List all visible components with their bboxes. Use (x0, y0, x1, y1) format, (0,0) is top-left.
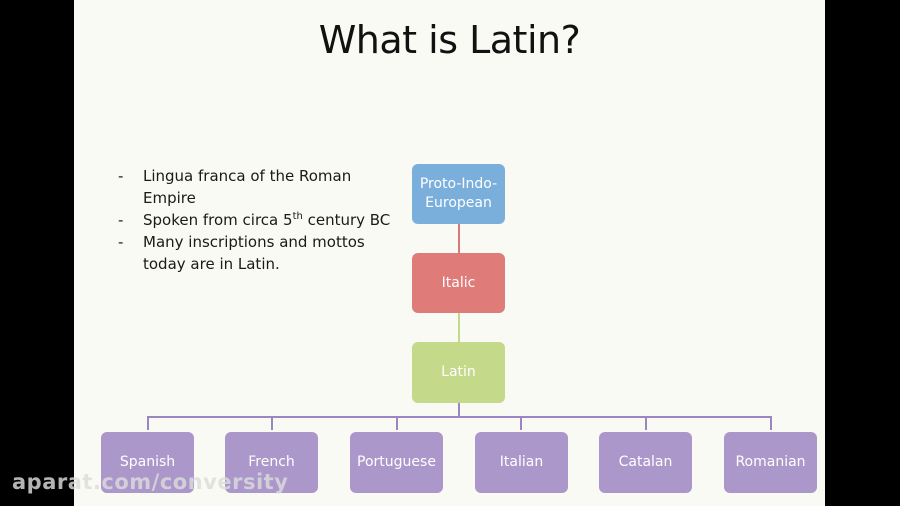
node-label: Italian (499, 454, 544, 470)
bullet-dash: - (118, 211, 124, 229)
bullet-dash: - (118, 167, 124, 185)
bullet-item: - Lingua franca of the Roman Empire (118, 165, 408, 209)
slide-title: What is Latin? (318, 18, 581, 62)
node-label: Portuguese (357, 454, 436, 470)
node-italic: Italic (412, 253, 505, 313)
node-french: French (225, 432, 318, 493)
node-proto-indo-european: Proto-Indo-European (412, 164, 505, 224)
connector-drop (645, 417, 647, 430)
node-latin: Latin (412, 342, 505, 403)
node-label: French (248, 454, 295, 470)
node-label: Catalan (618, 454, 673, 470)
bullet-dash: - (118, 233, 124, 251)
slide: What is Latin? - Lingua franca of the Ro… (74, 0, 825, 506)
connector-drop (520, 417, 522, 430)
bullet-text: Many inscriptions and mottos today are i… (143, 233, 365, 273)
connector-latin-bus (458, 403, 460, 417)
connector-drop (396, 417, 398, 430)
node-label: Latin (441, 364, 476, 380)
connector-drop (770, 417, 772, 430)
node-catalan: Catalan (599, 432, 692, 493)
bullet-text: Lingua franca of the Roman Empire (143, 167, 352, 207)
node-spanish: Spanish (101, 432, 194, 493)
connector-children-bus (147, 416, 772, 418)
node-label: Romanian (735, 454, 806, 470)
node-italian: Italian (475, 432, 568, 493)
node-portuguese: Portuguese (350, 432, 443, 493)
bullet-text-cont: century BC (302, 211, 391, 229)
connector-italic-latin (458, 313, 460, 342)
node-label: Spanish (119, 454, 176, 470)
node-romanian: Romanian (724, 432, 817, 493)
connector-root-italic (458, 224, 460, 253)
connector-drop (271, 417, 273, 430)
bullet-item: - Spoken from circa 5th century BC (118, 209, 408, 231)
node-label: Italic (441, 274, 476, 291)
bullet-item: - Many inscriptions and mottos today are… (118, 231, 408, 275)
connector-drop (147, 417, 149, 430)
bullet-text: Spoken from circa 5 (143, 211, 293, 229)
watermark: aparat.com/conversity (12, 470, 289, 494)
bullet-list: - Lingua franca of the Roman Empire - Sp… (118, 165, 408, 275)
node-label: Proto-Indo-European (419, 176, 498, 211)
superscript: th (292, 211, 303, 222)
